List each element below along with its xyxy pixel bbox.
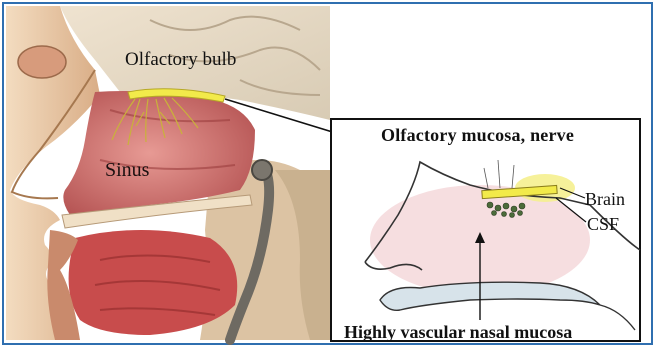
label-highly-vascular-nasal-mucosa: Highly vascular nasal mucosa xyxy=(344,323,572,341)
label-olfactory-bulb: Olfactory bulb xyxy=(125,50,236,69)
eustachian-opening xyxy=(252,160,272,180)
label-csf: CSF xyxy=(587,215,619,233)
label-brain: Brain xyxy=(585,190,625,208)
eye-region xyxy=(18,46,66,78)
label-olfactory-mucosa-nerve: Olfactory mucosa, nerve xyxy=(381,126,574,144)
label-sinus: Sinus xyxy=(105,160,149,180)
tongue xyxy=(69,230,238,335)
